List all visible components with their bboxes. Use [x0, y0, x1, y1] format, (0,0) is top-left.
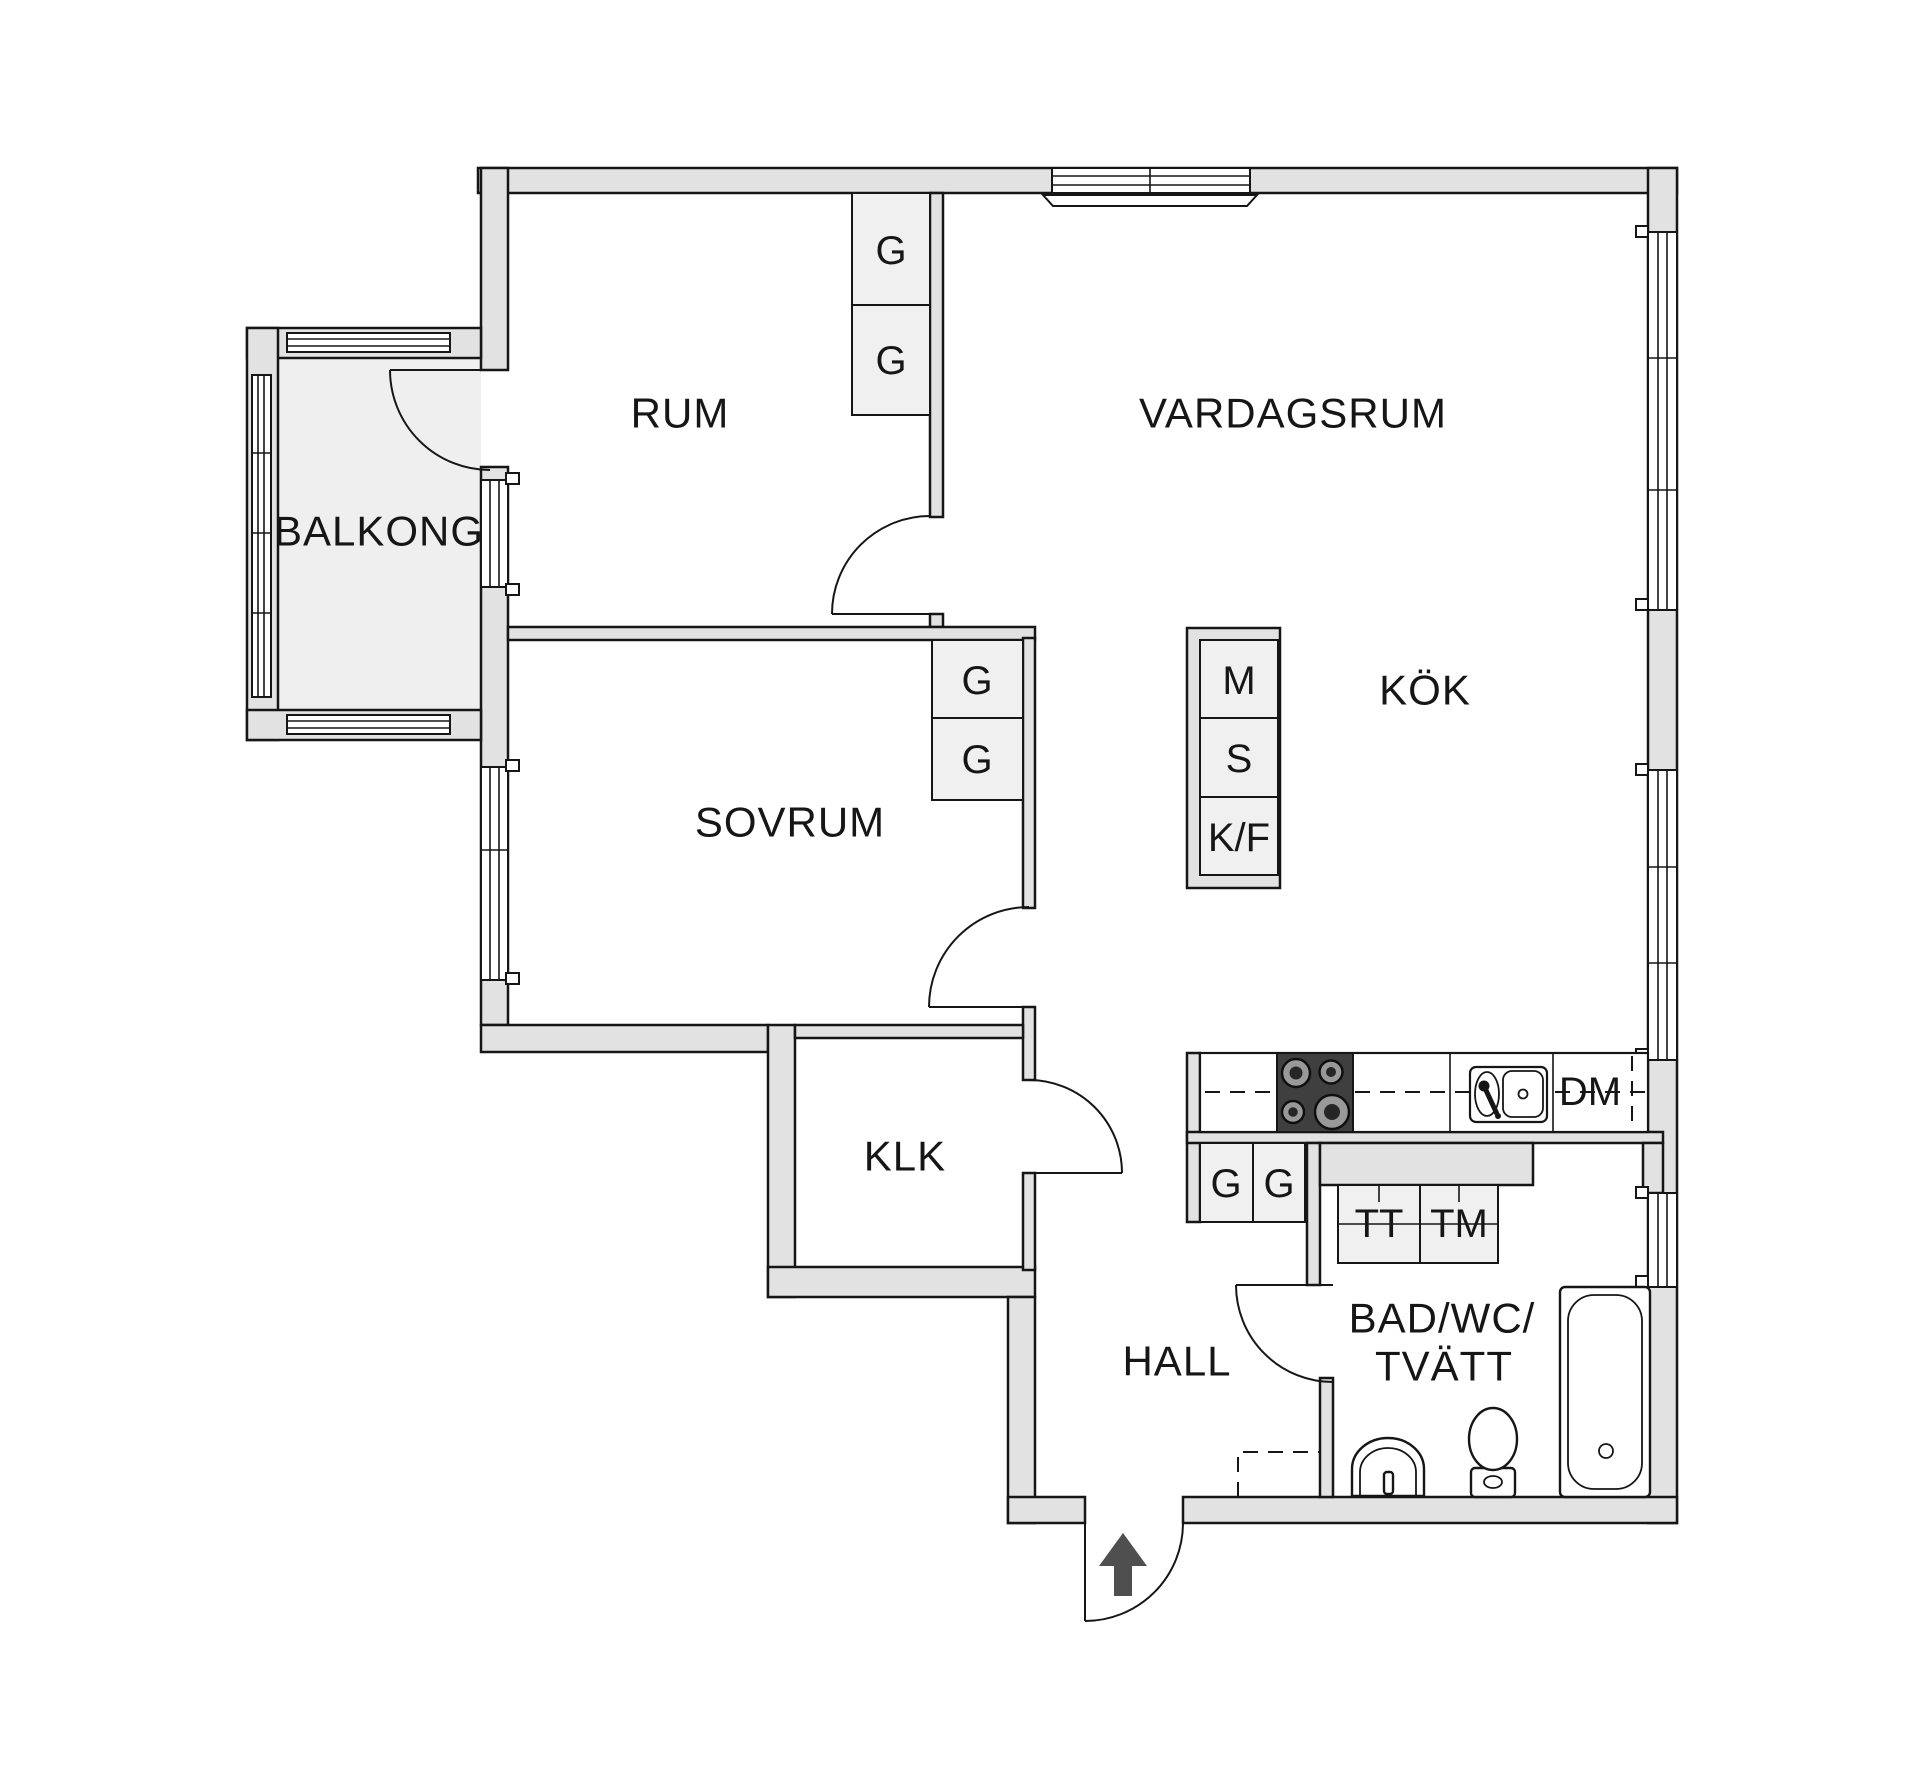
pantry-label: S: [1226, 737, 1253, 781]
wall-sovrum-south: [479, 1023, 770, 1054]
balcony-glazing: [251, 332, 451, 735]
washbasin: [1350, 1436, 1426, 1498]
wall-sovrum-east: [1021, 636, 1037, 910]
room-label-kok: KÖK: [1379, 667, 1471, 714]
dryer-label: TT: [1355, 1202, 1404, 1246]
wall-west-upper: [479, 166, 510, 372]
wall-under-counter: [1185, 1130, 1665, 1145]
entry-door: [1084, 1522, 1184, 1622]
wall-sovrum-klk: [1021, 1005, 1037, 1082]
wall-klk-west: [766, 1023, 797, 1299]
window-bath-east: [1635, 1186, 1678, 1288]
window-sovrum-west: [480, 759, 520, 985]
room-label-balkong: BALKONG: [274, 508, 484, 555]
balcony-door: [389, 369, 491, 471]
rum-wardrobes: G G: [851, 192, 931, 416]
wardrobe-label: G: [875, 229, 906, 273]
bathtub: [1558, 1285, 1652, 1499]
window-sill: [1040, 194, 1260, 207]
windows: [251, 167, 1678, 1288]
wall-rum-sovrum: [506, 625, 1037, 642]
wall-klk-south: [766, 1265, 1037, 1299]
kitchen-island: M S K/F: [1185, 626, 1282, 890]
wardrobe-label: G: [1263, 1162, 1294, 1206]
dishwasher-label: DM: [1559, 1070, 1621, 1114]
window-top: [1040, 167, 1260, 207]
kitchen-wardrobes: G G: [1199, 1142, 1306, 1223]
toilet: [1467, 1406, 1519, 1499]
burner: [1280, 1057, 1312, 1089]
kitchen-sink: [1468, 1065, 1549, 1124]
wall-klk-east: [1021, 1171, 1037, 1272]
hall-dashed-wardrobe: [1237, 1451, 1320, 1497]
window-vardagsrum-east: [1635, 225, 1678, 611]
wall-rum-east-stub: [928, 612, 945, 629]
wardrobe-label: G: [961, 659, 992, 703]
window-rum-west: [480, 472, 520, 596]
wardrobe-label: G: [1210, 1162, 1241, 1206]
burner: [1313, 1093, 1351, 1131]
room-label-bad-line1: BAD/WC/: [1349, 1295, 1536, 1342]
kitchen-counter: DM: [1198, 1051, 1650, 1134]
room-label-sovrum: SOVRUM: [695, 799, 885, 846]
klk-door: [1028, 1079, 1123, 1174]
sovrum-wardrobes: G G: [931, 639, 1024, 801]
microwave-label: M: [1222, 659, 1255, 703]
wall-bottom-left: [1006, 1495, 1087, 1525]
fridge-freezer-label: K/F: [1208, 816, 1270, 860]
sovrum-door: [928, 906, 1030, 1008]
wall-bath-north: [1318, 1141, 1535, 1187]
room-label-rum: RUM: [631, 390, 730, 437]
laundry-appliances: TT TM: [1337, 1184, 1499, 1264]
room-label-hall: HALL: [1122, 1338, 1231, 1385]
wall-klk-north: [793, 1023, 1025, 1040]
burner: [1280, 1099, 1306, 1125]
wall-bottom-right: [1181, 1495, 1679, 1525]
bath-door: [1235, 1284, 1334, 1383]
wall-rum-east: [928, 191, 945, 519]
wall-bath-west-lower: [1318, 1376, 1335, 1499]
wall-hall-west: [1006, 1295, 1037, 1525]
doors: [389, 369, 1334, 1622]
stove: [1276, 1052, 1354, 1133]
wall-hall-bath-upper: [1305, 1141, 1322, 1287]
room-label-bad-line2: TVÄTT: [1375, 1343, 1513, 1390]
balcony-floor: [278, 358, 481, 710]
room-labels: RUM VARDAGSRUM BALKONG SOVRUM KÖK KLK HA…: [274, 390, 1536, 1390]
wardrobe-label: G: [961, 738, 992, 782]
wall-bath-window-column: [1641, 1141, 1665, 1195]
washer-label: TM: [1430, 1202, 1488, 1246]
burner: [1318, 1059, 1344, 1085]
room-label-klk: KLK: [864, 1133, 946, 1180]
room-label-vardagsrum: VARDAGSRUM: [1139, 390, 1447, 437]
entrance-arrow-icon: [1099, 1533, 1147, 1596]
rum-door: [831, 515, 931, 615]
wardrobe-label: G: [875, 339, 906, 383]
